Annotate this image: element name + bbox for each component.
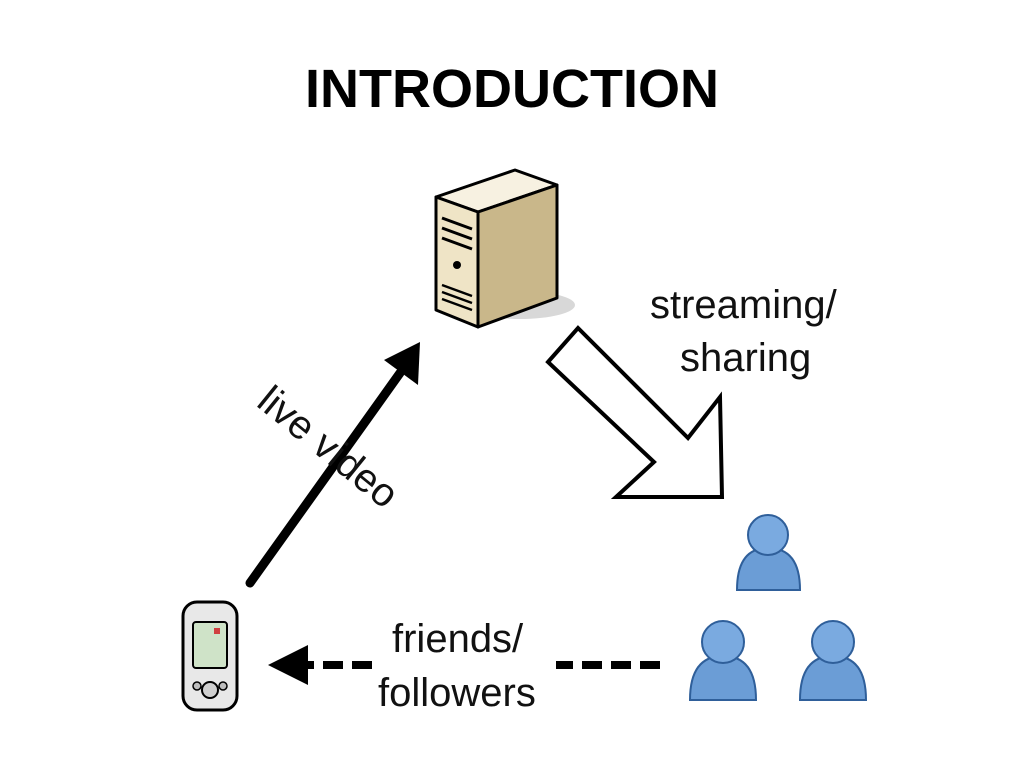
people-group-icon [688, 514, 868, 701]
slide-title: INTRODUCTION [305, 59, 719, 119]
mobile-phone-icon [181, 600, 239, 712]
person-icon [735, 514, 802, 591]
streaming-label-line1: streaming/ [650, 283, 838, 327]
person-icon [798, 620, 868, 701]
feedback-label-line2: followers [378, 671, 536, 715]
server-tower-icon [434, 168, 575, 329]
person-icon [688, 620, 758, 701]
streaming-label-line2: sharing [680, 336, 811, 380]
upload-arrow [245, 342, 420, 588]
feedback-label-line1: friends/ [392, 617, 524, 661]
feedback-arrow [268, 645, 660, 685]
streaming-arrow [545, 325, 725, 499]
